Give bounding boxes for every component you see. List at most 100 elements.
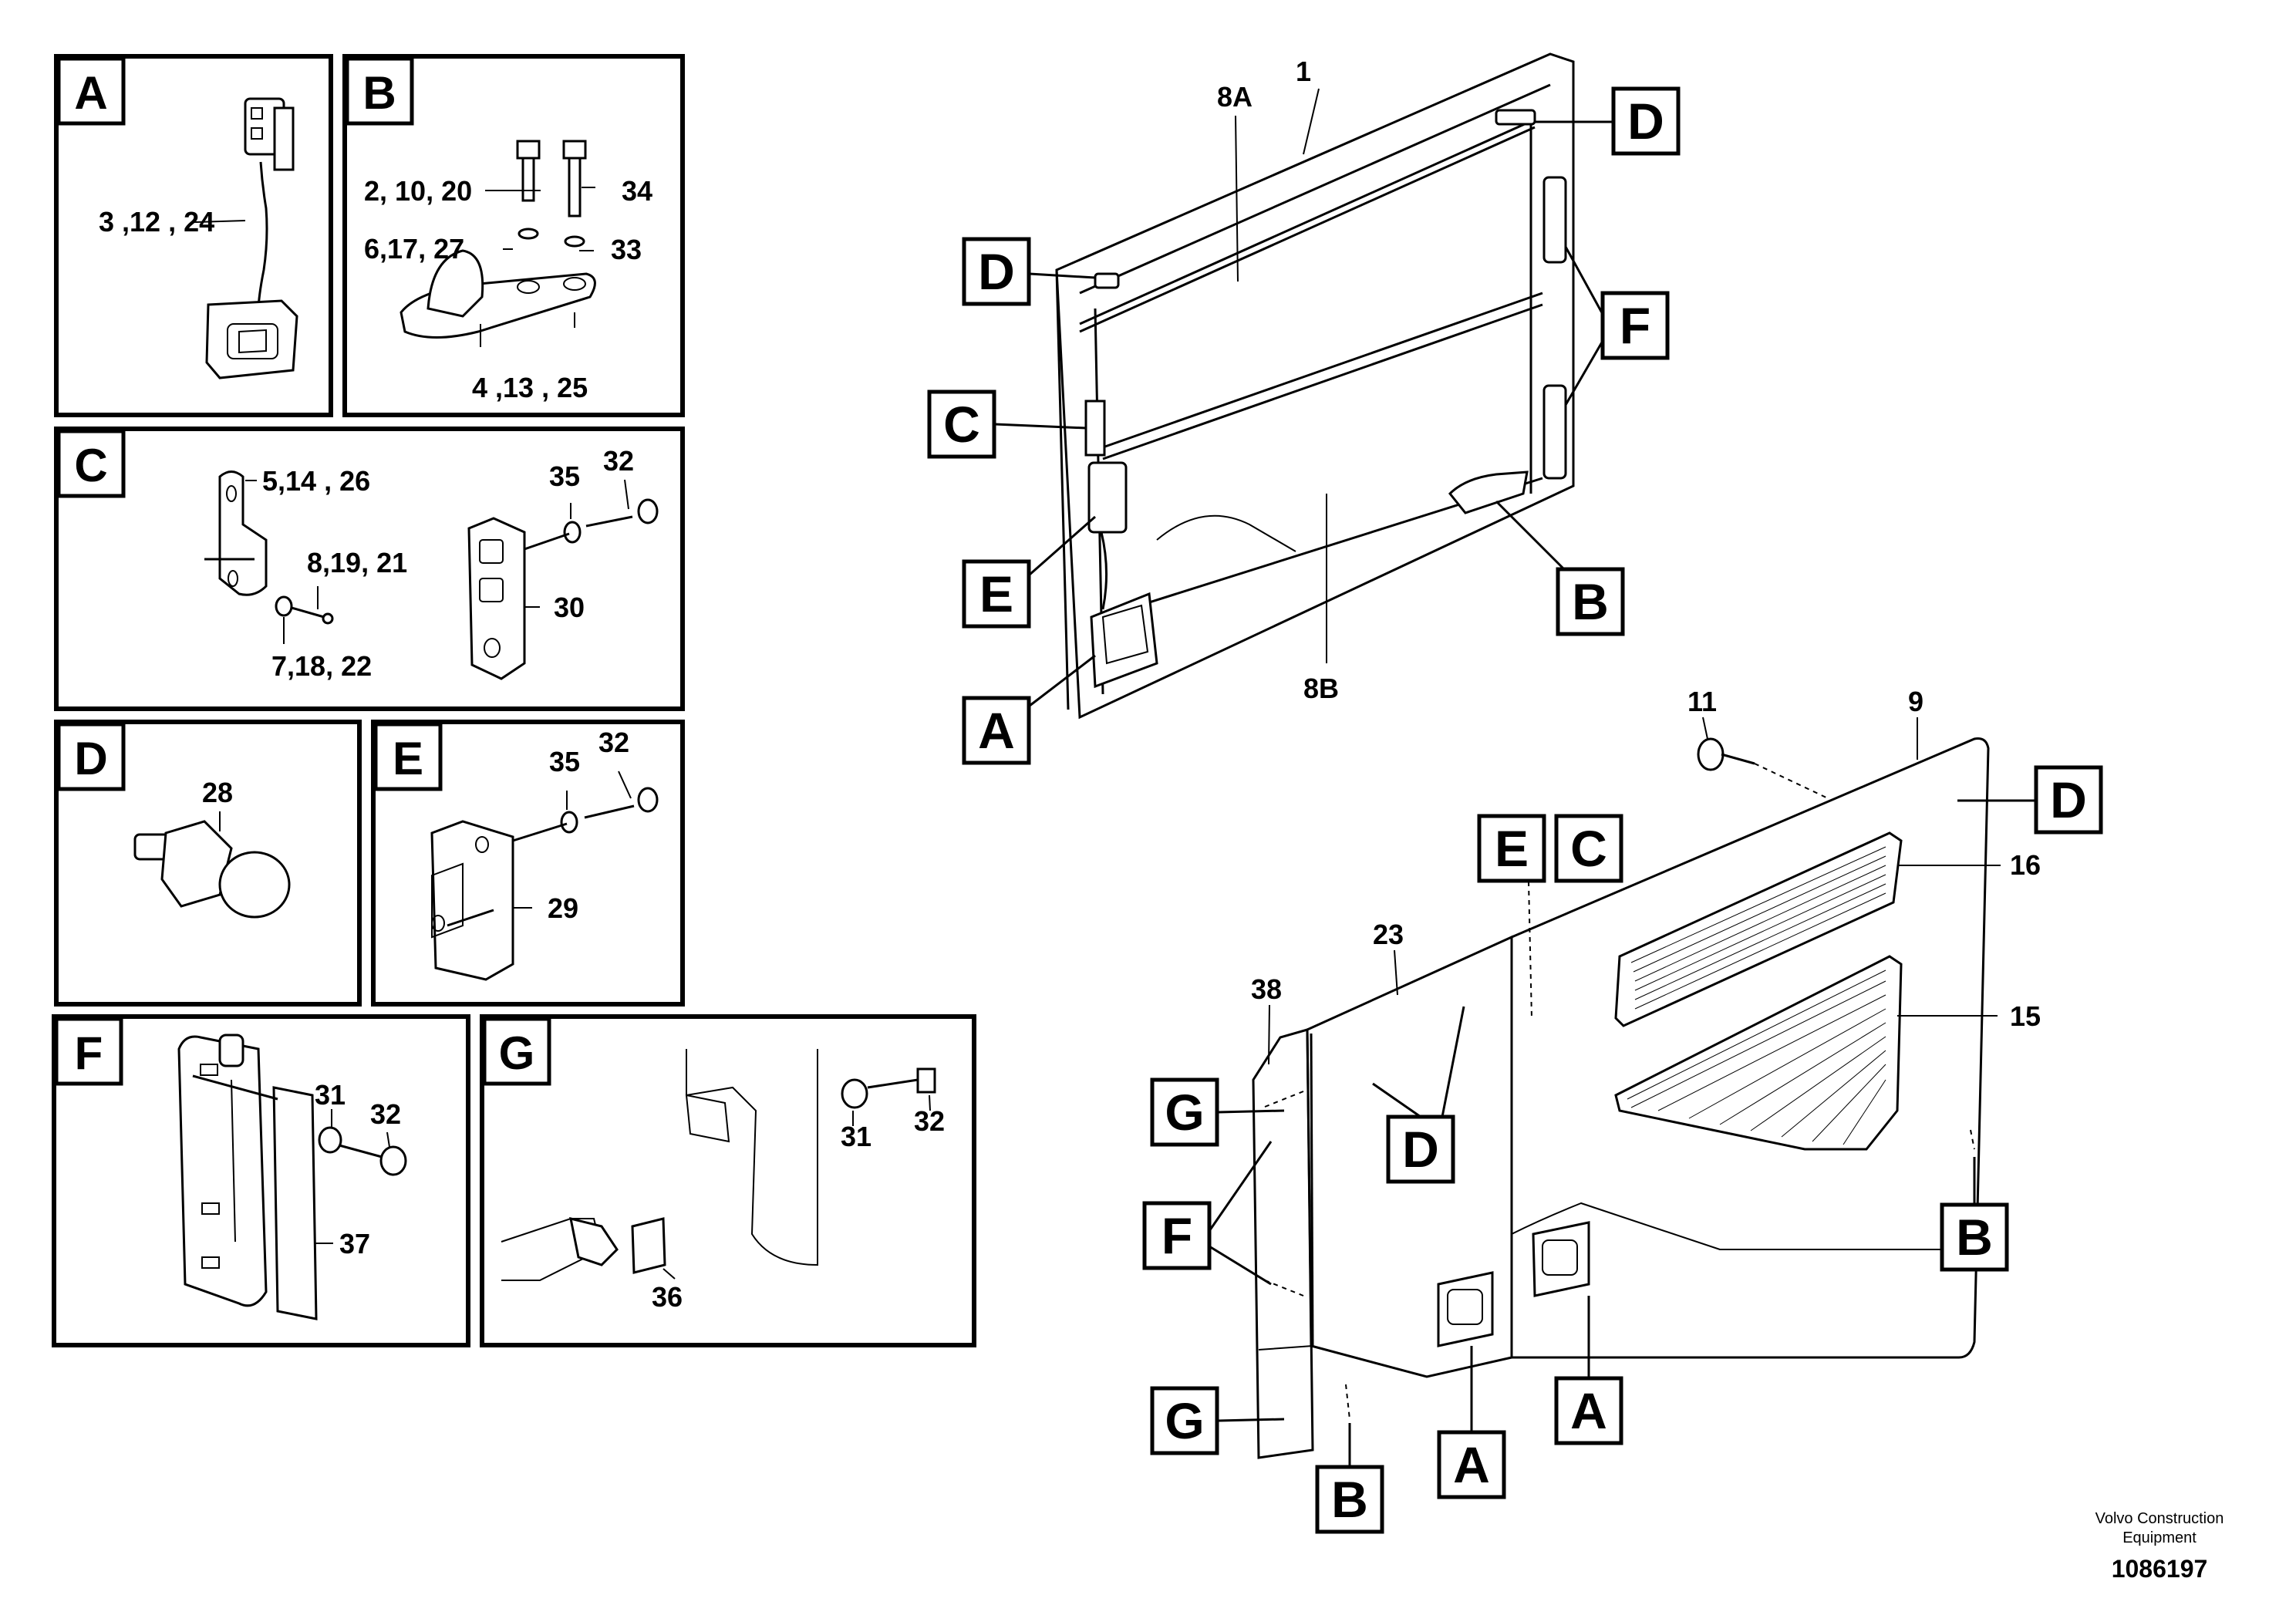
callout-box	[1315, 1465, 1384, 1534]
callout-box	[1600, 291, 1670, 360]
latch-cable	[257, 161, 268, 309]
callout-box	[1437, 1430, 1506, 1499]
part-label: 32	[370, 1098, 401, 1130]
hinge	[1542, 384, 1567, 480]
detail-panel-d: D 28	[54, 720, 362, 1007]
hook-bracket	[430, 820, 514, 981]
side-panel	[1510, 737, 1990, 1359]
panel-f-letter-box	[54, 1017, 123, 1086]
stud	[1094, 272, 1120, 289]
door-handle	[1532, 1221, 1590, 1297]
lower-panel-assembly: 11 9 23 16 38 15 E C D G D F B G B	[1142, 686, 2103, 1534]
part-label: 35	[549, 746, 580, 777]
detail-panel-b: B 2, 10, 20 34 6,17, 27 33 4 ,13 , 25	[342, 54, 685, 417]
part-label: 5,14 , 26	[262, 465, 370, 497]
part-label: 2, 10, 20	[364, 175, 472, 207]
panel-e-letter-box	[373, 722, 443, 791]
callout-label: D	[978, 243, 1015, 300]
callout-box	[962, 696, 1031, 765]
part-label: 8,19, 21	[307, 547, 407, 578]
callout-label: B	[1956, 1209, 1993, 1266]
part-label: 35	[549, 460, 580, 492]
callout-label: A	[1570, 1382, 1607, 1439]
callout-box	[962, 237, 1031, 306]
part-label: 32	[914, 1105, 945, 1137]
part-label: 7,18, 22	[271, 650, 372, 682]
door-handle	[1437, 1271, 1494, 1347]
part-label: 34	[622, 175, 652, 207]
callout-label: F	[1161, 1207, 1192, 1264]
part-label: 8B	[1303, 673, 1339, 704]
upper-grille	[1614, 831, 1903, 1027]
buffer-ball	[218, 851, 291, 919]
part-label: 31	[841, 1121, 872, 1152]
panel-b-letter-box	[345, 56, 414, 126]
callout-label: F	[1620, 297, 1650, 354]
callout-box	[1386, 1114, 1455, 1184]
lock	[1448, 470, 1529, 514]
hook-bracket	[467, 517, 526, 680]
bracket	[1087, 461, 1128, 534]
panel-g-letter: G	[499, 1027, 535, 1079]
callout-box	[1940, 1202, 2009, 1272]
part-label: 37	[339, 1228, 370, 1259]
panel-e-letter: E	[393, 733, 423, 784]
drawing-number: 1086197	[2112, 1555, 2208, 1583]
panel-a-letter-box	[56, 56, 126, 126]
callout-label: C	[943, 396, 980, 453]
end-panel	[1252, 1028, 1314, 1459]
upper-frame-assembly: 1 8A 8B D D F C E A B	[927, 52, 1681, 765]
panel-c-letter-box	[56, 429, 126, 498]
shim-plate	[631, 1217, 666, 1274]
callout-box	[1142, 1201, 1212, 1270]
lock-head	[426, 249, 484, 318]
callout-box	[1150, 1386, 1219, 1455]
detail-panel-a: A 3 ,12 , 24	[54, 54, 333, 417]
hinge-plate	[177, 1035, 268, 1307]
shim-plate	[272, 1086, 318, 1320]
part-label: 16	[2010, 849, 2041, 881]
part-label: 23	[1373, 919, 1404, 950]
part-label: 15	[2010, 1000, 2041, 1032]
callout-box	[2034, 765, 2103, 835]
part-label: 33	[611, 234, 642, 265]
part-label: 4 ,13 , 25	[472, 372, 588, 403]
callout-label: B	[1331, 1471, 1368, 1528]
part-label: 32	[598, 727, 629, 758]
stud	[1495, 109, 1536, 126]
part-label: 6,17, 27	[364, 233, 464, 265]
callout-label: G	[1165, 1392, 1204, 1449]
callout-box	[1150, 1077, 1219, 1147]
callout-label: D	[2050, 771, 2087, 828]
part-label: 38	[1251, 973, 1282, 1005]
maker-name-line1: Volvo Construction	[2095, 1510, 2224, 1527]
buffer-stud	[160, 820, 233, 908]
callout-label: D	[1402, 1121, 1439, 1178]
part-label: 36	[652, 1281, 683, 1313]
frame-outline	[1055, 52, 1575, 720]
callout-label: A	[1453, 1436, 1490, 1493]
callout-box	[1554, 814, 1623, 883]
panel-b-letter: B	[362, 67, 396, 119]
part-label: 11	[1687, 686, 1717, 717]
callout-label: D	[1627, 93, 1664, 150]
callout-box	[1554, 1376, 1623, 1445]
part-label: 31	[315, 1079, 346, 1111]
callout-box	[962, 559, 1031, 629]
callout-label: G	[1165, 1084, 1204, 1141]
callout-box	[1611, 86, 1681, 156]
part-label: 9	[1908, 686, 1923, 717]
panel-d-letter-box	[56, 722, 126, 791]
callout-box	[1477, 814, 1546, 883]
panel-c-letter: C	[74, 440, 107, 491]
detail-panel-e: E 35 32 29	[371, 720, 685, 1007]
part-label: 3 ,12 , 24	[99, 206, 214, 238]
frame-post	[686, 1049, 818, 1266]
callout-box	[927, 389, 996, 459]
panel-f-letter: F	[75, 1027, 103, 1079]
panel-g-letter-box	[482, 1017, 551, 1086]
callout-label: A	[978, 702, 1015, 759]
maker-name-line2: Equipment	[2122, 1529, 2197, 1546]
part-label: 8A	[1217, 81, 1253, 113]
lower-grille	[1614, 955, 1903, 1151]
